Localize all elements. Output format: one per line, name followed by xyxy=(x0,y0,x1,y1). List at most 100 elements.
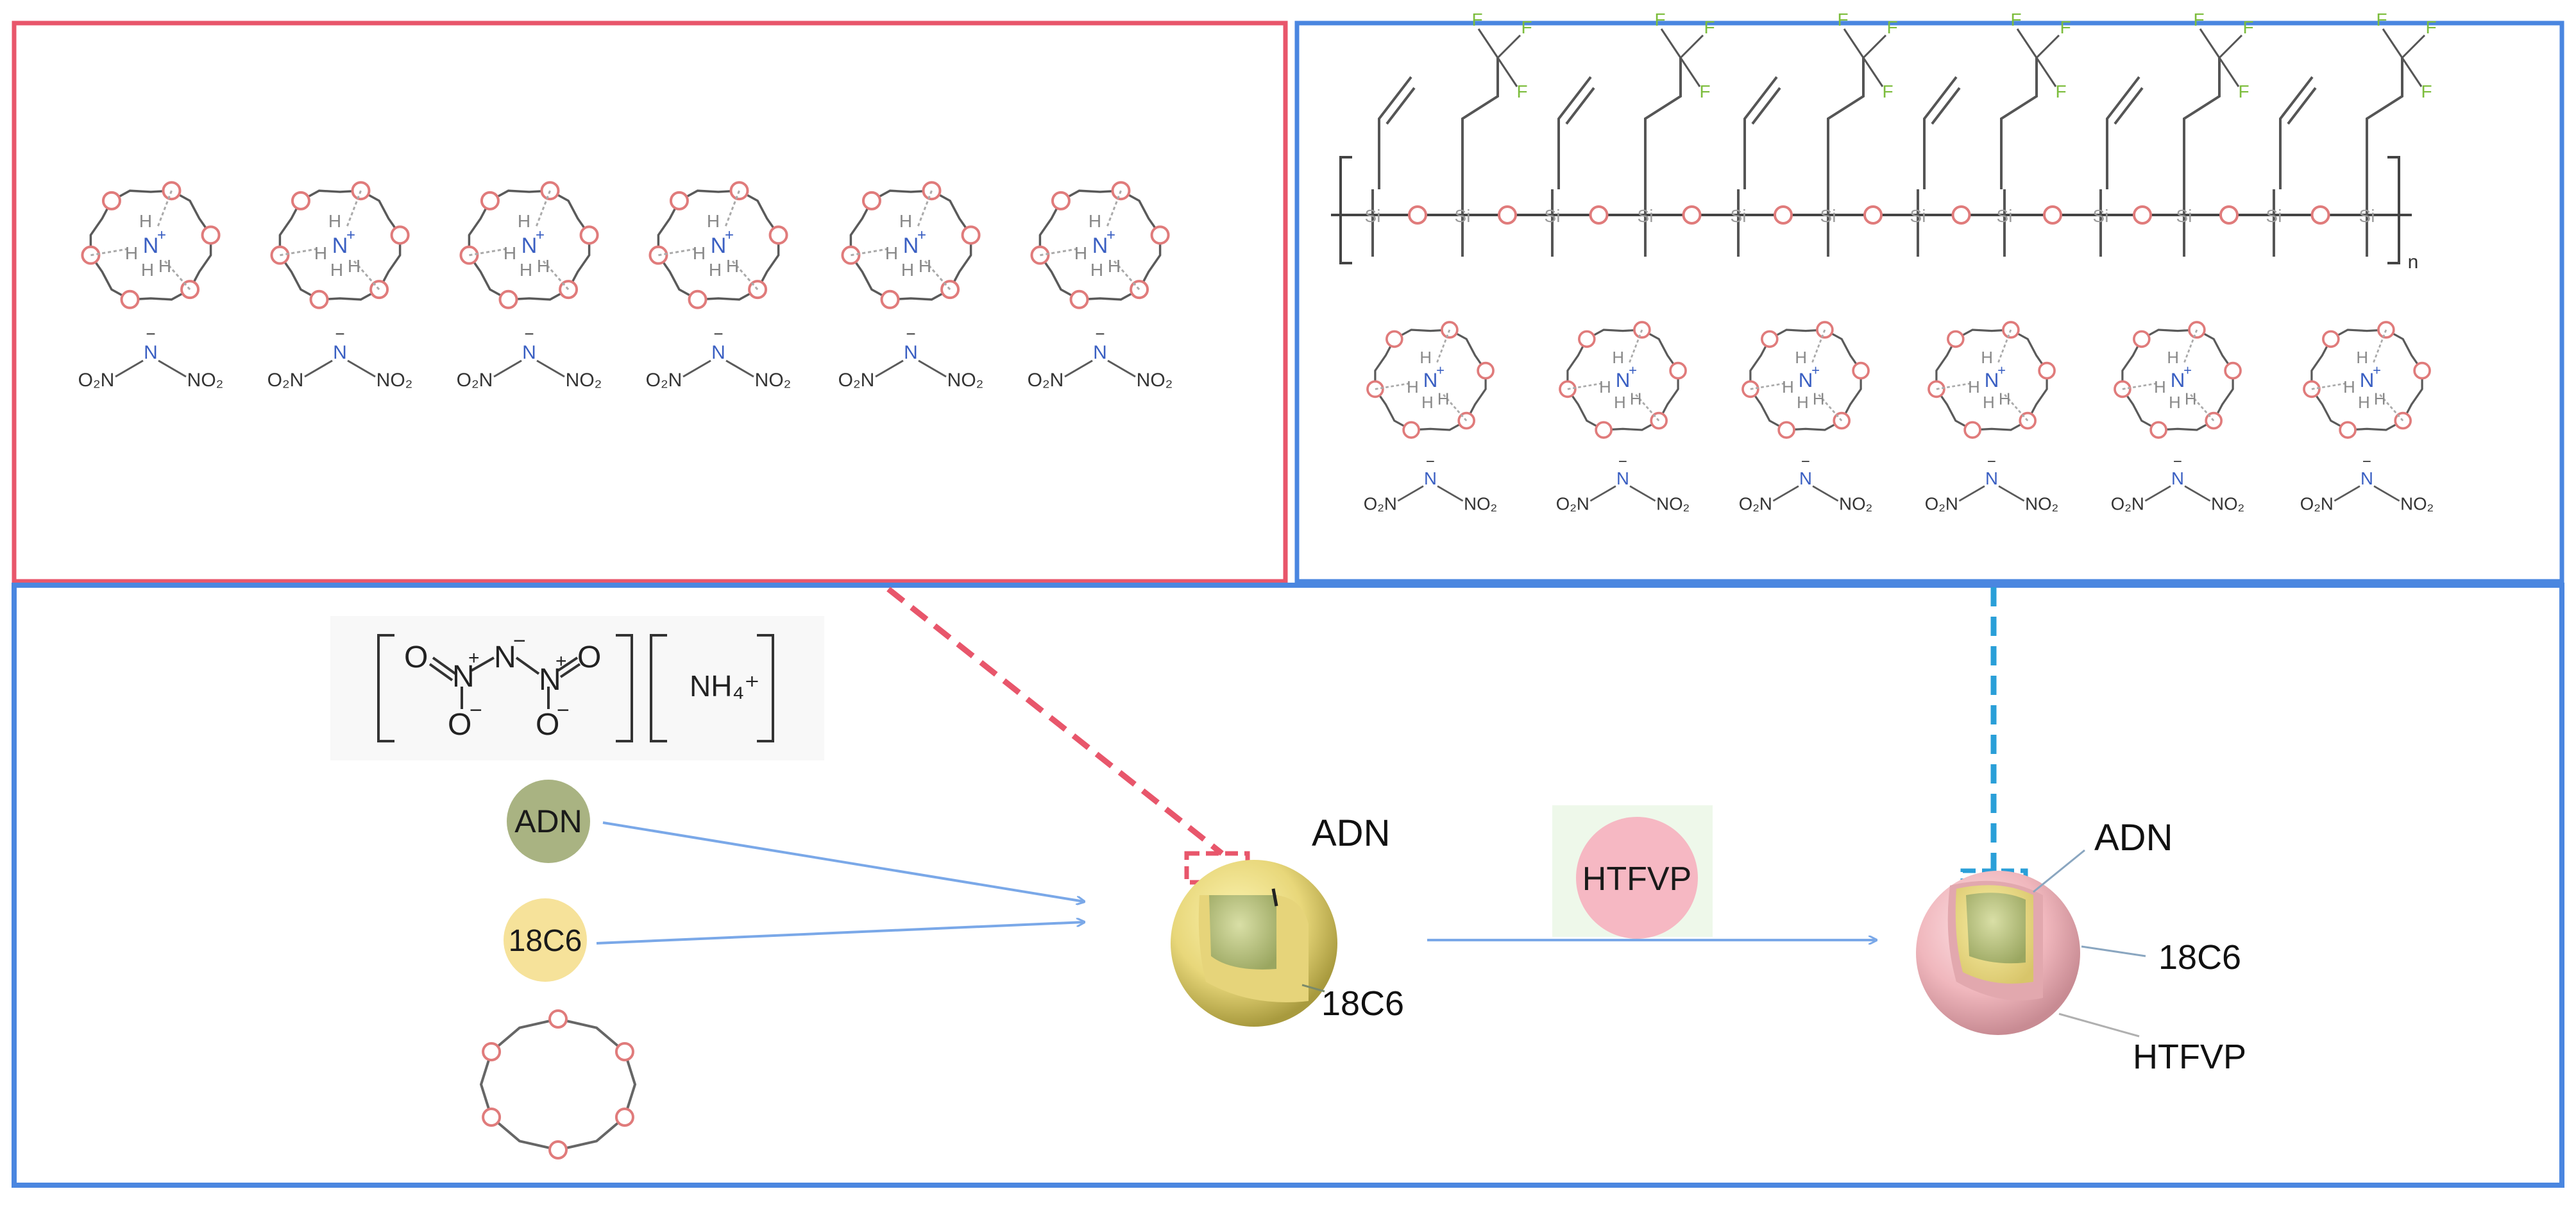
tr-anion-charge-6: − xyxy=(2362,453,2371,470)
polymer-cf-bond-c-8 xyxy=(2035,57,2057,87)
tr-h-left-3: H xyxy=(1782,379,1794,397)
tr-hbond-2-1 xyxy=(1629,329,1643,363)
tr-h-top-3: H xyxy=(1795,349,1807,367)
tr-h-right-1: H xyxy=(1437,391,1450,409)
tr-anion-center-3: N xyxy=(1799,468,1812,488)
crown-ether-structure xyxy=(479,1009,637,1160)
polymer-cf-bond-c-10 xyxy=(2218,57,2240,87)
tl-hbond-4-13 xyxy=(658,248,698,257)
tr-anion-bond-r-2 xyxy=(1629,485,1656,502)
polymer-o-7 xyxy=(1951,205,1971,225)
polymer-o-1 xyxy=(1408,205,1427,225)
c18c6-circle xyxy=(504,898,587,982)
polymer-vinyl-5 xyxy=(1743,76,1778,189)
tr-h-right-3: H xyxy=(1813,391,1825,409)
tl-ring-3 xyxy=(468,189,591,301)
polymer-f2-10: F xyxy=(2242,17,2253,37)
polymer-cf-bond-a-4 xyxy=(1660,28,1682,58)
polymer-cf-bond-c-6 xyxy=(1862,57,1884,87)
tr-anion-left-3: O₂N xyxy=(1739,493,1772,513)
polymer-f1-10: F xyxy=(2193,10,2204,30)
sphere2-label-htfvp: HTFVP xyxy=(2133,1038,2246,1076)
tl-n-charge-2: + xyxy=(346,227,355,244)
polymer-vinyl-double-1 xyxy=(1385,87,1416,125)
top-left-complexes: N+HHHHO₂NN−NO₂N+HHHHO₂NN−NO₂N+HHHHO₂NN−N… xyxy=(78,181,1173,391)
formula-plus2: + xyxy=(555,651,567,672)
tl-anion-center-6: N xyxy=(1093,342,1107,363)
tr-anion-charge-1: − xyxy=(1426,453,1435,470)
tl-anion-right-3: NO₂ xyxy=(566,370,602,391)
polymer-cf3-chain-8 xyxy=(2000,58,2038,189)
tr-oxygen-4-4 xyxy=(1963,421,1981,439)
tl-oxygen-6-4 xyxy=(1069,289,1089,309)
tr-hbond-4-13 xyxy=(1936,382,1973,390)
tl-h-top-3: H xyxy=(518,211,530,231)
tr-n-charge-5: + xyxy=(2183,363,2192,379)
polymer-o-10 xyxy=(2219,205,2239,225)
polymer-cf-bond-c-2 xyxy=(1496,57,1518,87)
polymer-f1-6: F xyxy=(1837,10,1848,30)
tl-hbond-4-7 xyxy=(731,260,759,291)
tr-anion-center-5: N xyxy=(2171,468,2184,488)
tr-oxygen-5-4 xyxy=(2149,421,2167,439)
tl-oxygen-2-6 xyxy=(291,191,310,210)
polymer-si-9: Si xyxy=(2093,206,2109,226)
polymer-vinyl-double-3 xyxy=(1565,87,1595,125)
tr-oxygen-3-6 xyxy=(1761,330,1779,348)
tl-anion-charge-4: − xyxy=(713,324,723,343)
formula-plus1: + xyxy=(468,647,480,669)
tr-ring-2 xyxy=(1566,329,1679,431)
sphere2-leader-adn xyxy=(2033,849,2085,893)
crown-oxygen-2 xyxy=(614,1042,634,1061)
tr-hbond-5-13 xyxy=(2122,382,2159,390)
tr-h-top-4: H xyxy=(1981,349,1993,367)
polymer-si-12: Si xyxy=(2359,206,2375,226)
tr-oxygen-1-2 xyxy=(1477,361,1495,380)
tr-anion-right-6: NO₂ xyxy=(2400,493,2434,513)
tl-oxygen-4-4 xyxy=(688,289,708,309)
tl-n-atom-5: N xyxy=(903,234,919,258)
tr-h-right-4: H xyxy=(1999,391,2011,409)
sphere-adn-18c6-htfvp xyxy=(1916,871,2080,1035)
polymer-f3-2: F xyxy=(1516,81,1527,101)
polymer-vinyl-7 xyxy=(1923,76,1958,189)
tr-anion-bond-l-4 xyxy=(1958,485,1985,502)
tl-anion-bond-l-4 xyxy=(682,359,711,378)
tl-anion-center-2: N xyxy=(333,342,347,363)
c18c6-circle-label: 18C6 xyxy=(509,924,582,958)
tl-anion-bond-l-5 xyxy=(875,359,904,378)
tr-h-bottom-3: H xyxy=(1797,394,1809,412)
polymer-f1-2: F xyxy=(1471,10,1482,30)
tr-h-bottom-1: H xyxy=(1421,394,1434,412)
tl-anion-center-5: N xyxy=(904,342,918,363)
tr-anion-left-5: O₂N xyxy=(2111,493,2144,513)
tl-hbond-1-13 xyxy=(90,248,130,257)
polymer-cf-bond-c-4 xyxy=(1679,57,1701,87)
polymer-o-9 xyxy=(2133,205,2152,225)
tl-anion-right-5: NO₂ xyxy=(947,370,984,391)
tr-hbond-4-7 xyxy=(2003,393,2029,422)
tl-hbond-5-1 xyxy=(917,190,933,227)
tr-oxygen-6-2 xyxy=(2413,361,2431,380)
polymer-o-4 xyxy=(1682,205,1702,225)
tr-n-atom-4: N xyxy=(1985,369,1999,391)
tl-n-atom-1: N xyxy=(143,234,159,258)
polymer-si-1: Si xyxy=(1365,206,1381,226)
polymer-si-11: Si xyxy=(2266,206,2282,226)
tr-anion-charge-4: − xyxy=(1987,453,1996,470)
tr-anion-charge-2: − xyxy=(1618,453,1627,470)
tl-oxygen-4-6 xyxy=(669,191,689,210)
formula-minus3: − xyxy=(557,698,570,723)
tr-oxygen-4-2 xyxy=(2038,361,2056,380)
tl-hbond-3-13 xyxy=(469,248,509,257)
crown-oxygen-4 xyxy=(548,1140,568,1160)
tl-anion-charge-3: − xyxy=(524,324,534,343)
tl-anion-bond-r-6 xyxy=(1107,359,1136,378)
tl-h-top-1: H xyxy=(139,211,152,231)
formula-o1: O xyxy=(404,640,428,674)
polymer-cf-bond-a-2 xyxy=(1477,28,1499,58)
